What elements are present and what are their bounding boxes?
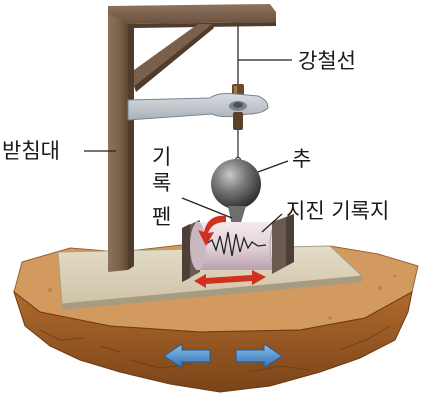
curved-arrow-icon — [198, 215, 226, 246]
label-pen-2: 록 — [152, 171, 171, 195]
label-seismograph-paper: 지진 기록지 — [286, 199, 389, 223]
label-support: 받침대 — [2, 139, 60, 163]
double-headed-arrow-icon — [163, 343, 283, 369]
leader-pen — [181, 197, 233, 219]
drum-motion-arrow-icon — [194, 270, 266, 288]
support-stand — [108, 4, 276, 272]
seismic-trace — [205, 231, 267, 257]
leader-weight — [257, 160, 289, 173]
label-weight: 추 — [292, 147, 311, 171]
leader-paper — [261, 213, 283, 233]
label-steel-wire: 강철선 — [298, 49, 356, 73]
label-pen-3: 펜 — [152, 205, 171, 229]
recording-drum — [182, 214, 294, 282]
label-pen-1: 기 — [152, 145, 171, 169]
weight-ball — [211, 159, 261, 209]
lower-wire — [233, 112, 243, 164]
clamp-bracket — [127, 93, 269, 121]
